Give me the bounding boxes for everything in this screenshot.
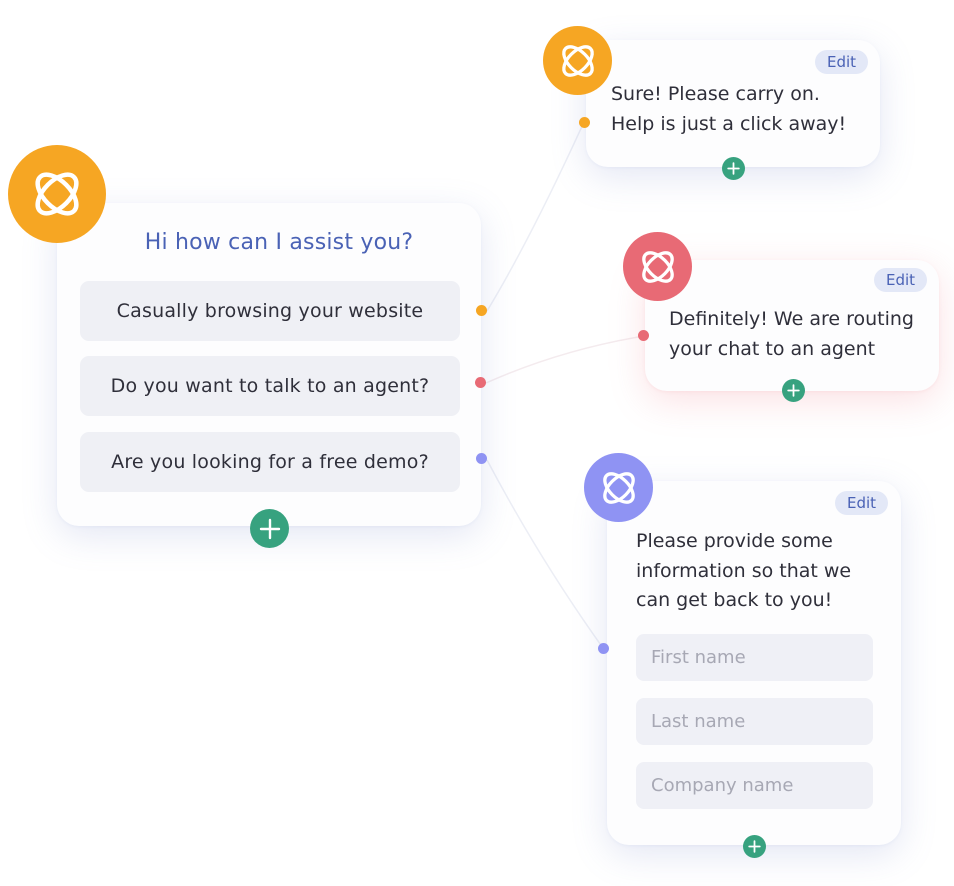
reply-line-1: Sure! Please carry on. [611,83,820,105]
connector-dot-browsing[interactable] [476,305,487,316]
bot-logo-icon [561,44,594,77]
connector-dot-agent[interactable] [475,377,486,388]
option-label: Casually browsing your website [116,300,424,322]
edit-button[interactable]: Edit [835,491,889,515]
reply-line-1: Please provide some [636,530,833,552]
edit-button[interactable]: Edit [874,268,928,292]
add-step-button[interactable] [743,835,766,858]
plus-icon [748,840,761,853]
option-label: Do you want to talk to an agent? [110,375,430,397]
reply-line-2: Help is just a click away! [611,113,847,135]
add-step-button[interactable] [722,157,745,180]
option-talk-to-agent[interactable]: Do you want to talk to an agent? [80,356,460,416]
bot-logo-icon [602,471,635,504]
plus-icon [259,518,280,539]
add-step-button[interactable] [782,379,805,402]
bot-logo-icon [35,172,79,216]
option-free-demo[interactable]: Are you looking for a free demo? [80,432,460,492]
main-card-title: Hi how can I assist you? [144,230,414,255]
connector-dot-in[interactable] [638,330,649,341]
bot-avatar-main [8,145,106,243]
bot-avatar-browsing [543,26,612,95]
connector-dot-demo[interactable] [476,453,487,464]
option-label: Are you looking for a free demo? [111,451,429,473]
company-name-field[interactable] [636,762,873,809]
edit-button[interactable]: Edit [815,50,869,74]
plus-icon [727,162,740,175]
reply-line-2: information so that we [636,560,852,582]
reply-line-2: your chat to an agent [669,338,876,360]
add-option-button[interactable] [250,509,289,548]
connector-dot-in[interactable] [598,643,609,654]
first-name-field[interactable] [636,634,873,681]
reply-line-1: Definitely! We are routing [669,308,914,330]
bot-avatar-demo [584,453,653,522]
last-name-field[interactable] [636,698,873,745]
option-casually-browsing[interactable]: Casually browsing your website [80,281,460,341]
bot-logo-icon [641,250,674,283]
bot-avatar-agent [623,232,692,301]
reply-line-3: can get back to you! [636,589,833,611]
plus-icon [787,384,800,397]
connector-dot-in[interactable] [579,117,590,128]
